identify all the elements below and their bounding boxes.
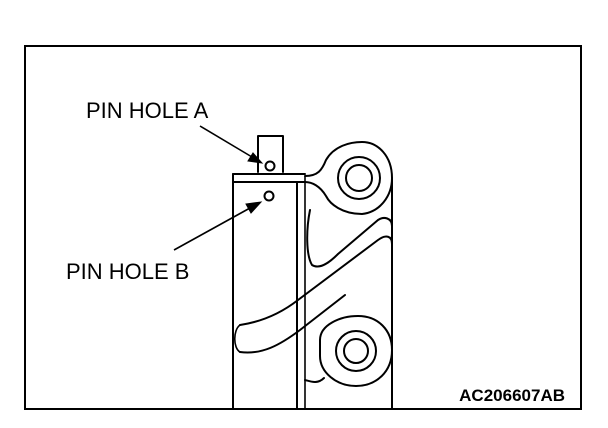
pin-hole-b-leader — [173, 207, 251, 251]
pin-hole-a-label: PIN HOLE A — [86, 98, 209, 123]
lower-boss-outer-circle — [335, 330, 377, 372]
part-drawing — [232, 135, 393, 410]
lower-boss-outline — [319, 315, 393, 387]
diagram-frame — [24, 45, 582, 410]
upper-boss-outline — [304, 141, 393, 215]
lower-rib-lower-line — [239, 294, 346, 354]
leader-arrows — [173, 125, 264, 251]
lower-rib-upper-line — [239, 235, 393, 326]
pin-hole-a-arrowhead — [247, 152, 264, 164]
figure-code: AC206607AB — [459, 386, 565, 405]
top-tab — [257, 135, 284, 173]
pin-hole-a-mark — [264, 160, 276, 172]
pin-hole-a-leader — [199, 125, 253, 158]
upper-boss-outer-circle — [337, 156, 381, 200]
upper-web — [306, 209, 393, 268]
lower-boss-inner-circle — [343, 338, 369, 364]
pin-hole-b-mark — [263, 190, 275, 202]
lower-rib-end-cap — [233, 324, 241, 353]
upper-boss-inner-circle — [345, 164, 373, 192]
lower-connector — [304, 377, 325, 383]
pin-hole-b-label: PIN HOLE B — [66, 259, 189, 284]
pin-hole-b-arrowhead — [245, 201, 263, 214]
